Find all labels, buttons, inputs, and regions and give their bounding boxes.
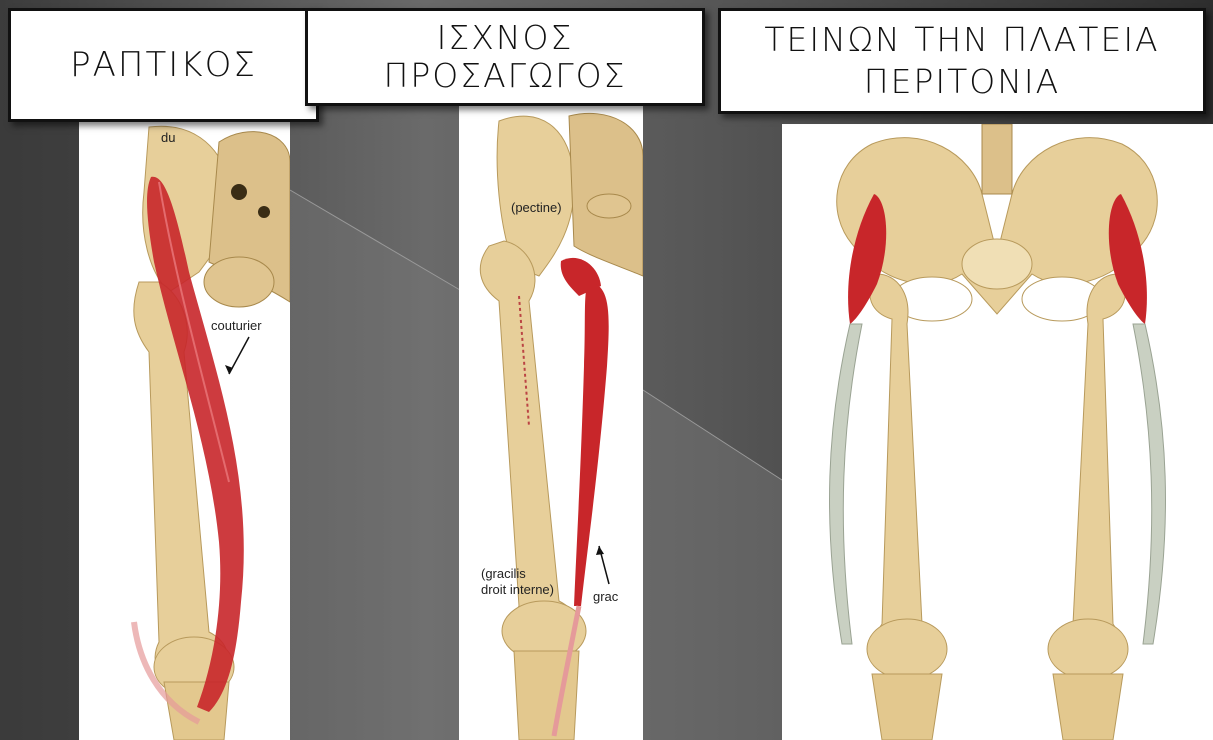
title-tfl-line1: ΤΕΙΝΩΝ ΤΗΝ ΠΛΑΤΕΙΑ	[764, 19, 1159, 61]
sartorius-image: du couturier	[79, 122, 290, 740]
title-gracilis-line2: ΠΡΟΣΑΓΩΓΟΣ	[384, 57, 627, 95]
title-sartorius: ΡΑΠΤΙΚΟΣ	[8, 8, 319, 122]
label-grac: grac	[593, 589, 619, 604]
gracilis-image: (pectine) (gracilis droit interne) grac	[459, 106, 643, 740]
title-tfl: ΤΕΙΝΩΝ ΤΗΝ ΠΛΑΤΕΙΑ ΠΕΡΙΤΟΝΙΑ	[718, 8, 1206, 114]
label-pectine: (pectine)	[511, 200, 562, 215]
title-gracilis: ΙΣΧΝΟΣ ΠΡΟΣΑΓΩΓΟΣ	[305, 8, 705, 106]
title-tfl-line2: ΠΕΡΙΤΟΝΙΑ	[864, 61, 1060, 103]
title-sartorius-text: ΡΑΠΤΙΚΟΣ	[70, 45, 257, 85]
title-gracilis-line1: ΙΣΧΝΟΣ	[437, 19, 574, 57]
label-du: du	[161, 130, 175, 145]
label-couturier: couturier	[211, 318, 262, 333]
label-gracilis-a: (gracilis	[481, 566, 526, 581]
tensor-fasciae-latae-image	[782, 124, 1213, 740]
label-gracilis-b: droit interne)	[481, 582, 554, 597]
